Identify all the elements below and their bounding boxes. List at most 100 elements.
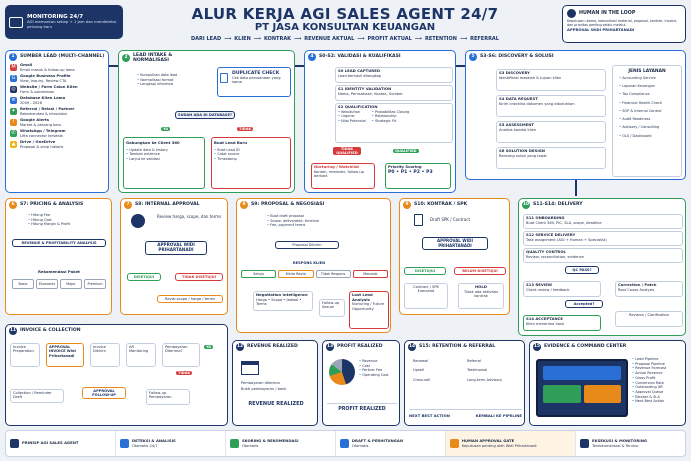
followup-approval-button[interactable]: APPROVAL FOLLOW-UP [82,387,126,400]
kpi-item: Actual Revenue [632,371,666,376]
duplicate-check-title: DUPLICATE CHECK [232,71,280,76]
step-number: 8 [240,201,248,209]
gauge-icon [229,439,239,448]
package-major[interactable]: Major [60,279,82,289]
gear-icon [580,439,590,448]
step-title: S11 ONBOARDING [526,215,565,220]
footer-item: PRINSIP AGI SALES AGENT [6,431,116,456]
whatsapp-icon: ✆ [10,130,17,138]
source-title: Google Business Profile [20,73,71,79]
step-desc: Identifikasi masalah & tujuan klien [499,75,562,80]
negotiation-desc: Harga • Scope • Jadwal • Terms [256,297,302,307]
database-icon: ≡ [10,97,17,105]
legend-item: Partner Fee [359,368,389,373]
flow-step: KLIEN [234,36,251,42]
package-basic[interactable]: Basic [12,279,34,289]
arrow-right [109,65,118,67]
proposal-sent: Proposal Dikirim [275,241,339,250]
retention-item: Testimonial [467,368,488,373]
hold-desc: Tidak ada aktivitas kontrak [464,289,498,299]
bank-icon [241,361,259,375]
response-revise[interactable]: Minta Revisi [278,270,314,278]
step-title: S5 ASSESSMENT [499,122,534,127]
service-item: SOP & Internal Control [619,109,679,114]
qual-criterion: Probabilitas Closing [372,110,409,115]
profitability-analysis: REVENUE & PROFITABILITY ANALYSIS [12,239,106,248]
monitoring-desc: AGI memantau setiap + 1 jam dan mendetek… [27,19,117,29]
monitor-icon [9,16,23,28]
flow-step: REVENUE AKTUAL [304,36,355,42]
profit-footer: PROFIT REALIZED [327,403,397,412]
step-number: 11 [9,327,17,335]
step-number: 7 [124,201,132,209]
source-desc: 2009 - 2026 [20,100,42,105]
step-title: S6 SOLUTION DESIGN [499,148,545,153]
qual-criterion: Kebutuhan [338,110,366,115]
approved-tag: DISETUJUI [127,273,161,282]
monitoring-badge: MONITORING 24/7 AGI memantau setiap + 1 … [5,5,123,39]
negotiation-title: Negotiation Intelligence [256,292,308,297]
new-lead-item: Buat Lead ID [214,148,288,153]
package-recommendation: Rekomendasi Paket [38,269,80,274]
kpi-item: Blocker & SLA [632,395,666,400]
database-question: SUDAH ADA DI DATABASE? [175,111,235,120]
approval-icon [449,439,459,448]
correction-title: Correction / Patch [618,282,657,287]
nurturing-title: Nurturing / Watchlist [314,164,359,169]
acceptance-desc: Klien menerima hasil [526,321,564,326]
hitl-approval: APPROVAL WIDI PRIHARTANADI [567,27,635,33]
follow-up-label: Follow-up Sesuai [322,301,340,310]
collection-box: Collection / Reminder Draft [10,389,64,403]
contract-approval-button[interactable]: APPROVAL WIDI PRIHARTANADI [422,237,488,251]
monitoring-title: MONITORING 24/7 [27,14,84,21]
step-number: 10 [522,201,530,209]
source-title: WhatsApp / Telegram [20,128,66,134]
pricing-item: Hitung Margin & Profit [28,222,70,227]
step-number: 14 [408,343,416,351]
response-none[interactable]: Tidak Respons [315,270,351,278]
services-list: JENIS LAYANAN Accounting ServiceLaporan … [612,65,682,177]
source-desc: Email masuk & follow-up lama [20,67,75,72]
no-tag: TIDAK [176,371,193,375]
chart-icon [119,439,129,448]
flow-step: REFERRAL [470,36,499,42]
package-premium[interactable]: Premium [84,279,106,289]
invoice-step: Invoice Dikirim [90,343,120,367]
kpi-item: Next Best Action [632,399,666,404]
service-item: Laporan Keuangan [619,84,679,89]
panel-title: EVIDENCE & COMMAND CENTER [544,344,627,350]
flow-step: RETENTION [424,36,457,42]
step-number: 15 [533,343,541,351]
invoice-step: Invoice Preparation [10,343,40,367]
kpi-item: Outstanding AR [632,385,666,390]
review-title: S13 REVIEW [526,282,552,287]
footer-title: EKSEKUSI & MONITORING [592,437,648,443]
footer-desc: Otomatis 24/7 [131,443,158,448]
response-reject[interactable]: Menolak [352,270,388,278]
merge-client-box: Gabungkan ke Client 360 Update data & hi… [123,137,205,189]
footer-title: PRINSIP AGI SALES AGENT [22,440,79,446]
step-desc: Rancang solusi yang tepat [499,153,547,158]
package-ekonomis[interactable]: Ekonomis [36,279,58,289]
source-desc: Market & peluang baru [20,122,62,127]
lost-lead-title: Lost Lead Analysis [352,292,373,302]
response-agree[interactable]: Setuju [241,270,277,278]
handshake-icon: ✦ [10,108,17,116]
kpi-item: Proposal Pipeline [632,362,666,367]
s2-qualification-box: S2 QUALIFICATION KebutuhanUrgensiNilai P… [335,103,453,143]
document-icon [339,439,349,448]
globe-icon: ◎ [10,86,17,94]
gmail-icon: M [10,64,17,72]
source-desc: Lifta connector tersedia [20,133,63,138]
approval-widi-button[interactable]: APPROVAL WIDI PRIHARTANADI [145,241,207,255]
retention-item: Referral [467,359,482,363]
new-lead-item: Timestamp [214,157,288,162]
page-subtitle: PT JASA KONSULTAN KEUANGAN [254,22,436,33]
